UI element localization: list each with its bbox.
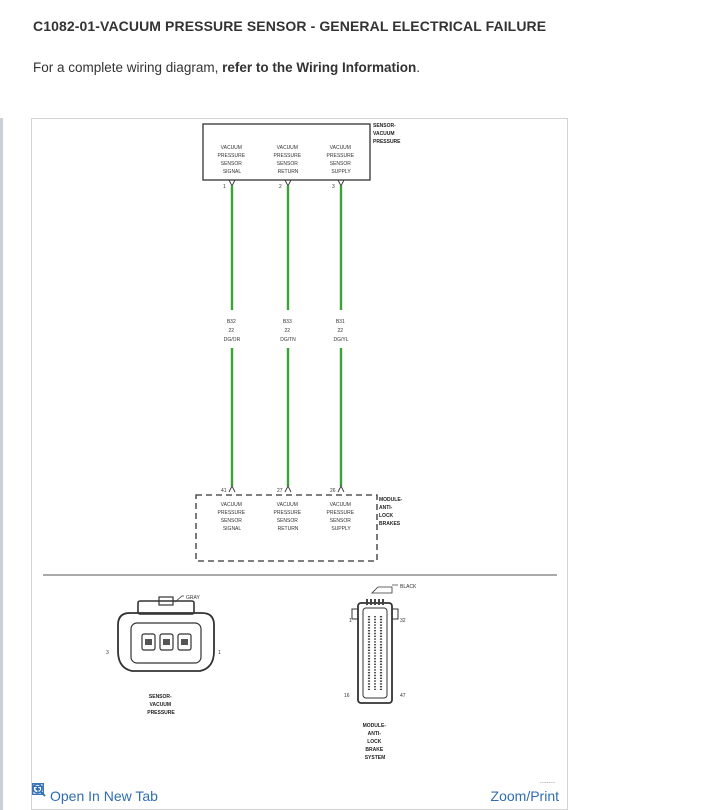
sensor-connector-latch-tab [158, 596, 174, 606]
abs-connector-key-5 [382, 599, 384, 605]
module-pin41-label: VACUUM PRESSURE SENSOR SIGNAL [218, 502, 247, 532]
abs-connector-key-1 [366, 599, 368, 605]
wiring-info-link[interactable]: refer to the Wiring Information [222, 60, 417, 75]
open-in-new-tab-link[interactable]: Open In New Tab [32, 783, 158, 804]
abs-connector-key-3 [374, 599, 376, 605]
wire-1-label: B32 22 DG/OR [224, 319, 241, 343]
abs-connector-ear-left [351, 608, 359, 620]
abs-connector-name: MODULE- ANTI- LOCK BRAKE SYSTEM [363, 723, 388, 761]
intro-prefix: For a complete wiring diagram, [33, 60, 223, 75]
abs-connector-face: BLACK 1 32 16 47 MODULE- ANTI- LOCK [344, 584, 417, 761]
sensor-connector-pin-2-socket [163, 639, 170, 645]
wire-2-label: B33 22 DG/TN [280, 319, 296, 343]
open-in-new-tab-label: Open In New Tab [50, 788, 158, 804]
black-label-leader [371, 586, 393, 594]
sensor-title: SENSOR- VACUUM PRESSURE [373, 123, 401, 145]
sensor-pin1-terminal [228, 179, 236, 188]
zoom-print-link[interactable]: Zoom/Print [32, 783, 559, 804]
module-pin26-terminal [337, 484, 345, 493]
sensor-connector-pin-left: 3 [106, 650, 109, 656]
abs-connector-key-2 [370, 599, 372, 605]
module-pin27-number: 27 [277, 488, 283, 494]
module-pin41-number: 41 [221, 488, 227, 494]
intro-suffix: . [416, 60, 420, 75]
sensor-pin1-number: 1 [223, 184, 226, 190]
module-pin-labels: VACUUM PRESSURE SENSOR SIGNAL VACUUM PRE… [218, 502, 356, 532]
module-pin41-terminal [228, 484, 236, 493]
module-pin27-terminal [284, 484, 292, 493]
module-pin-numbers: 41 27 26 [221, 488, 336, 494]
sensor-title-line-3: PRESSURE [373, 139, 401, 145]
wire-3-label: B31 22 DG/YL [333, 319, 348, 343]
figure-footer: Open In New Tab Zoom/Print [32, 783, 567, 809]
gray-label-leader [174, 595, 184, 603]
sensor-pin3-label: VACUUM PRESSURE SENSOR SUPPLY [327, 145, 356, 175]
sensor-connector-face: GRAY 3 1 SENSOR- VACUUM PRESSURE [106, 595, 221, 716]
sensor-connector-latch [137, 600, 195, 615]
abs-connector-ear-right [391, 608, 399, 620]
module-pin27-label: VACUUM PRESSURE SENSOR RETURN [274, 502, 303, 532]
sensor-pin2-number: 2 [279, 184, 282, 190]
sensor-pin-terminals [228, 179, 345, 188]
zoom-print-label: Zoom/Print [490, 788, 559, 804]
abs-connector-pin-grid [366, 599, 384, 605]
figure-code: 8677893 [539, 781, 555, 783]
sensor-pin-numbers: 1 2 3 [223, 184, 335, 190]
intro-text: For a complete wiring diagram, refer to … [33, 60, 420, 75]
sensor-box [202, 123, 371, 181]
sensor-pin3-terminal [337, 179, 345, 188]
sensor-connector-pin-right: 1 [218, 650, 221, 656]
module-pin-terminals [228, 484, 345, 493]
module-title-line-1: MODULE- [379, 497, 403, 503]
sensor-connector-inner [130, 622, 202, 664]
module-title-line-3: LOCK [379, 513, 394, 519]
page-left-rule [0, 118, 3, 810]
sensor-title-line-2: VACUUM [373, 131, 395, 137]
sensor-pin2-label: VACUUM PRESSURE SENSOR RETURN [274, 145, 303, 175]
module-box [195, 494, 378, 562]
abs-connector-pin-bottom-right: 47 [400, 693, 406, 699]
sensor-pin1-label: VACUUM PRESSURE SENSOR SIGNAL [218, 145, 247, 175]
abs-connector-pin-top-left: 1 [349, 618, 352, 624]
page-title: C1082-01-VACUUM PRESSURE SENSOR - GENERA… [33, 18, 547, 34]
abs-connector-pin-bottom-left: 16 [344, 693, 350, 699]
sensor-connector-shell [117, 612, 215, 672]
module-title-line-2: ANTI- [379, 505, 393, 511]
module-title-line-4: BRAKES [379, 521, 401, 527]
module-pin26-label: VACUUM PRESSURE SENSOR SUPPLY [327, 502, 356, 532]
sensor-connector-color: GRAY [186, 595, 200, 601]
sensor-pin3-number: 3 [332, 184, 335, 190]
sensor-pin-labels: VACUUM PRESSURE SENSOR SIGNAL VACUUM PRE… [218, 145, 356, 175]
sensor-pin2-terminal [284, 179, 292, 188]
wire-labels: B32 22 DG/OR B33 22 DG/TN B31 22 DG/YL [224, 319, 349, 343]
sensor-title-line-1: SENSOR- [373, 123, 396, 129]
wiring-diagram-figure: SENSOR- VACUUM PRESSURE VACUUM PRESSURE … [31, 118, 568, 810]
wiring-diagram: SENSOR- VACUUM PRESSURE VACUUM PRESSURE … [43, 123, 557, 783]
sensor-connector-pin-1-socket [181, 639, 188, 645]
sensor-connector-pin-3-socket [145, 639, 152, 645]
abs-connector-key-4 [378, 599, 380, 605]
module-pin26-number: 26 [330, 488, 336, 494]
wires [230, 186, 343, 486]
abs-connector-color: BLACK [400, 584, 417, 590]
abs-connector-pin-top-right: 32 [400, 618, 406, 624]
module-title: MODULE- ANTI- LOCK BRAKES [379, 497, 404, 527]
abs-connector-inner [362, 607, 388, 699]
sensor-connector-name: SENSOR- VACUUM PRESSURE [147, 694, 175, 716]
